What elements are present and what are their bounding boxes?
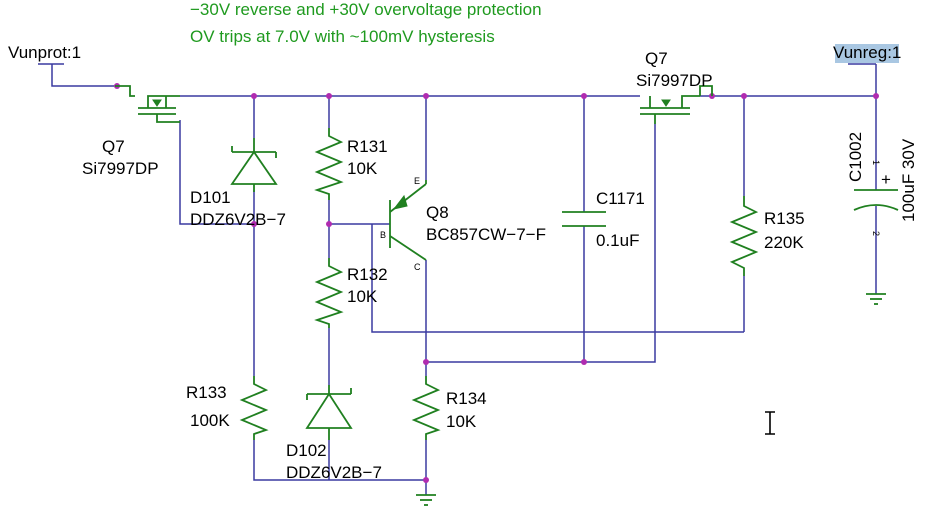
junction	[581, 359, 587, 365]
q7-right-mosfet[interactable]	[640, 85, 713, 124]
q8-pin-c: C	[414, 262, 421, 272]
c1002-pin-2: 2	[871, 231, 881, 236]
q7-left-drain-lead	[115, 85, 135, 97]
q7-left-source	[147, 95, 180, 108]
q7-left-mosfet[interactable]	[115, 85, 180, 123]
r132-resistor[interactable]	[314, 258, 344, 328]
r135-resistor[interactable]	[729, 196, 759, 276]
junction	[423, 93, 429, 99]
ground-symbol-bottom	[416, 494, 436, 506]
c1002-plus: +	[881, 170, 891, 189]
q7-right-drain	[681, 95, 700, 108]
r134-value: 10K	[446, 412, 477, 431]
d102-value: DDZ6V2B−7	[286, 463, 382, 482]
junction	[873, 93, 879, 99]
r135-value: 220K	[764, 233, 804, 252]
q8-pnp-transistor[interactable]	[389, 180, 427, 261]
q8-value: BC857CW−7−F	[426, 225, 546, 244]
r134-resistor[interactable]	[411, 376, 441, 440]
r131-ref: R131	[347, 137, 388, 156]
ground-symbol-right	[866, 293, 886, 305]
q8-collector-leg	[389, 235, 427, 261]
d102-zener[interactable]	[305, 385, 353, 440]
r131-value: 10K	[347, 159, 378, 178]
q7-left-gate	[156, 114, 180, 123]
note-protection: −30V reverse and +30V overvoltage protec…	[190, 0, 542, 19]
port-vunprot-label[interactable]: Vunprot:1	[8, 43, 81, 62]
d101-ref: D101	[190, 188, 231, 207]
junction	[423, 477, 429, 483]
wire-feedback	[371, 224, 744, 333]
r131-resistor[interactable]	[314, 128, 344, 200]
note-ov-trip: OV trips at 7.0V with ~100mV hysteresis	[190, 27, 495, 46]
d101-body	[230, 150, 278, 185]
junction	[326, 93, 332, 99]
q7-left-ref: Q7	[102, 137, 125, 156]
q8-pin-b: B	[380, 230, 386, 240]
wires	[51, 64, 877, 495]
c1002-capacitor[interactable]	[853, 189, 899, 211]
junction	[251, 93, 257, 99]
c1002-value: 100uF 30V	[899, 138, 918, 222]
r134-ref: R134	[446, 389, 487, 408]
c1002-plate-bottom	[853, 204, 899, 211]
wire-q7a-gate	[179, 120, 254, 225]
junction	[326, 221, 332, 227]
c1002-ref: C1002	[846, 132, 865, 182]
q8-pin-e: E	[414, 176, 420, 186]
q7-left-value: Si7997DP	[82, 159, 159, 178]
q7-right-ref: Q7	[645, 49, 668, 68]
d102-body	[305, 392, 353, 429]
q7-right-arrow	[661, 99, 671, 107]
wire-gate-bus	[426, 124, 656, 363]
junction	[741, 93, 747, 99]
c1171-ref: C1171	[596, 189, 645, 208]
c1171-value: 0.1uF	[596, 231, 639, 250]
q7-left-arrow	[152, 99, 162, 107]
r133-value: 100K	[190, 411, 230, 430]
r135-ref: R135	[764, 209, 805, 228]
text-cursor-icon	[765, 411, 775, 435]
r132-value: 10K	[347, 287, 378, 306]
q8-ref: Q8	[426, 203, 449, 222]
d101-zener[interactable]	[230, 138, 278, 192]
q7-right-body	[699, 85, 713, 96]
r133-ref: R133	[186, 383, 227, 402]
d102-cathode-wings	[306, 388, 352, 400]
junction	[251, 221, 257, 227]
junction	[581, 93, 587, 99]
d101-cathode-wings	[231, 146, 277, 158]
c1171-capacitor[interactable]	[562, 211, 606, 227]
junction	[423, 359, 429, 365]
wire-input	[51, 64, 115, 87]
d102-ref: D102	[286, 441, 327, 460]
junctions	[114, 83, 879, 483]
port-vunreg-label[interactable]: Vunreg:1	[833, 43, 901, 62]
q7-right-value: Si7997DP	[636, 71, 713, 90]
d101-value: DDZ6V2B−7	[190, 210, 286, 229]
wire-bottom	[253, 440, 426, 481]
port-vunreg-highlight	[835, 44, 899, 63]
c1002-pin-1: 1	[871, 160, 881, 165]
q8-emitter-arrow	[392, 194, 408, 210]
r133-resistor[interactable]	[239, 376, 269, 440]
r132-ref: R132	[347, 265, 388, 284]
